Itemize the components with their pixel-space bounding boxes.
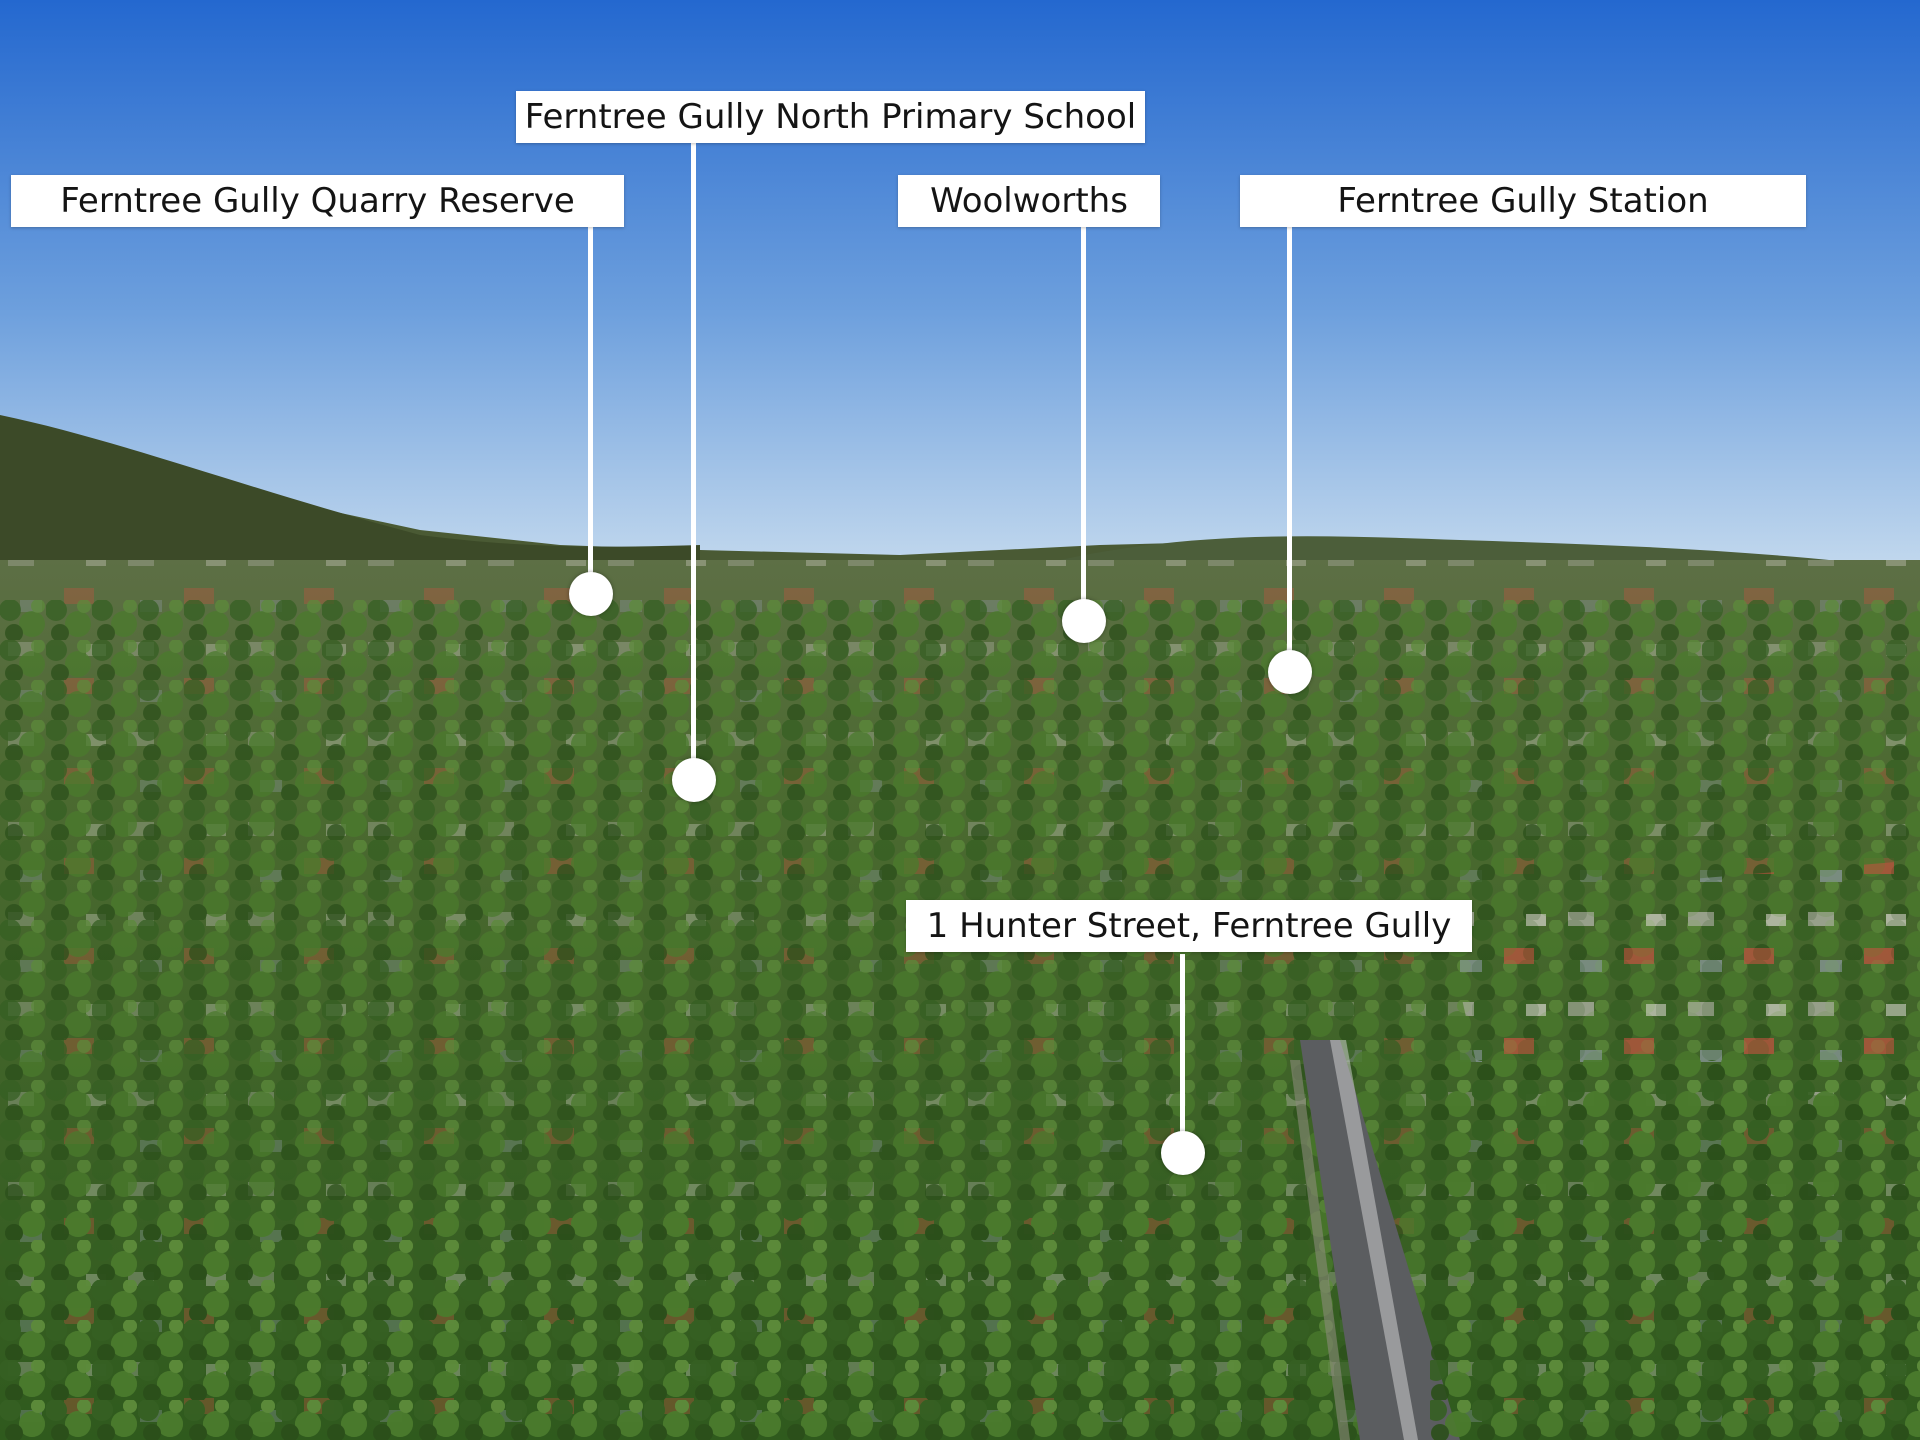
woolworths-marker xyxy=(1062,599,1106,643)
station-leader xyxy=(1287,226,1292,674)
quarry-reserve-label: Ferntree Gully Quarry Reserve xyxy=(11,175,624,227)
station-label: Ferntree Gully Station xyxy=(1240,175,1806,227)
woolworths-label: Woolworths xyxy=(898,175,1160,227)
quarry-reserve-leader xyxy=(588,226,593,592)
woolworths-leader xyxy=(1081,226,1086,622)
quarry-reserve-marker xyxy=(569,572,613,616)
primary-school-leader xyxy=(691,142,696,780)
property-leader xyxy=(1180,954,1185,1154)
primary-school-label: Ferntree Gully North Primary School xyxy=(516,91,1145,143)
property-label: 1 Hunter Street, Ferntree Gully xyxy=(906,900,1472,952)
primary-school-marker xyxy=(672,758,716,802)
property-marker xyxy=(1161,1131,1205,1175)
station-marker xyxy=(1268,650,1312,694)
